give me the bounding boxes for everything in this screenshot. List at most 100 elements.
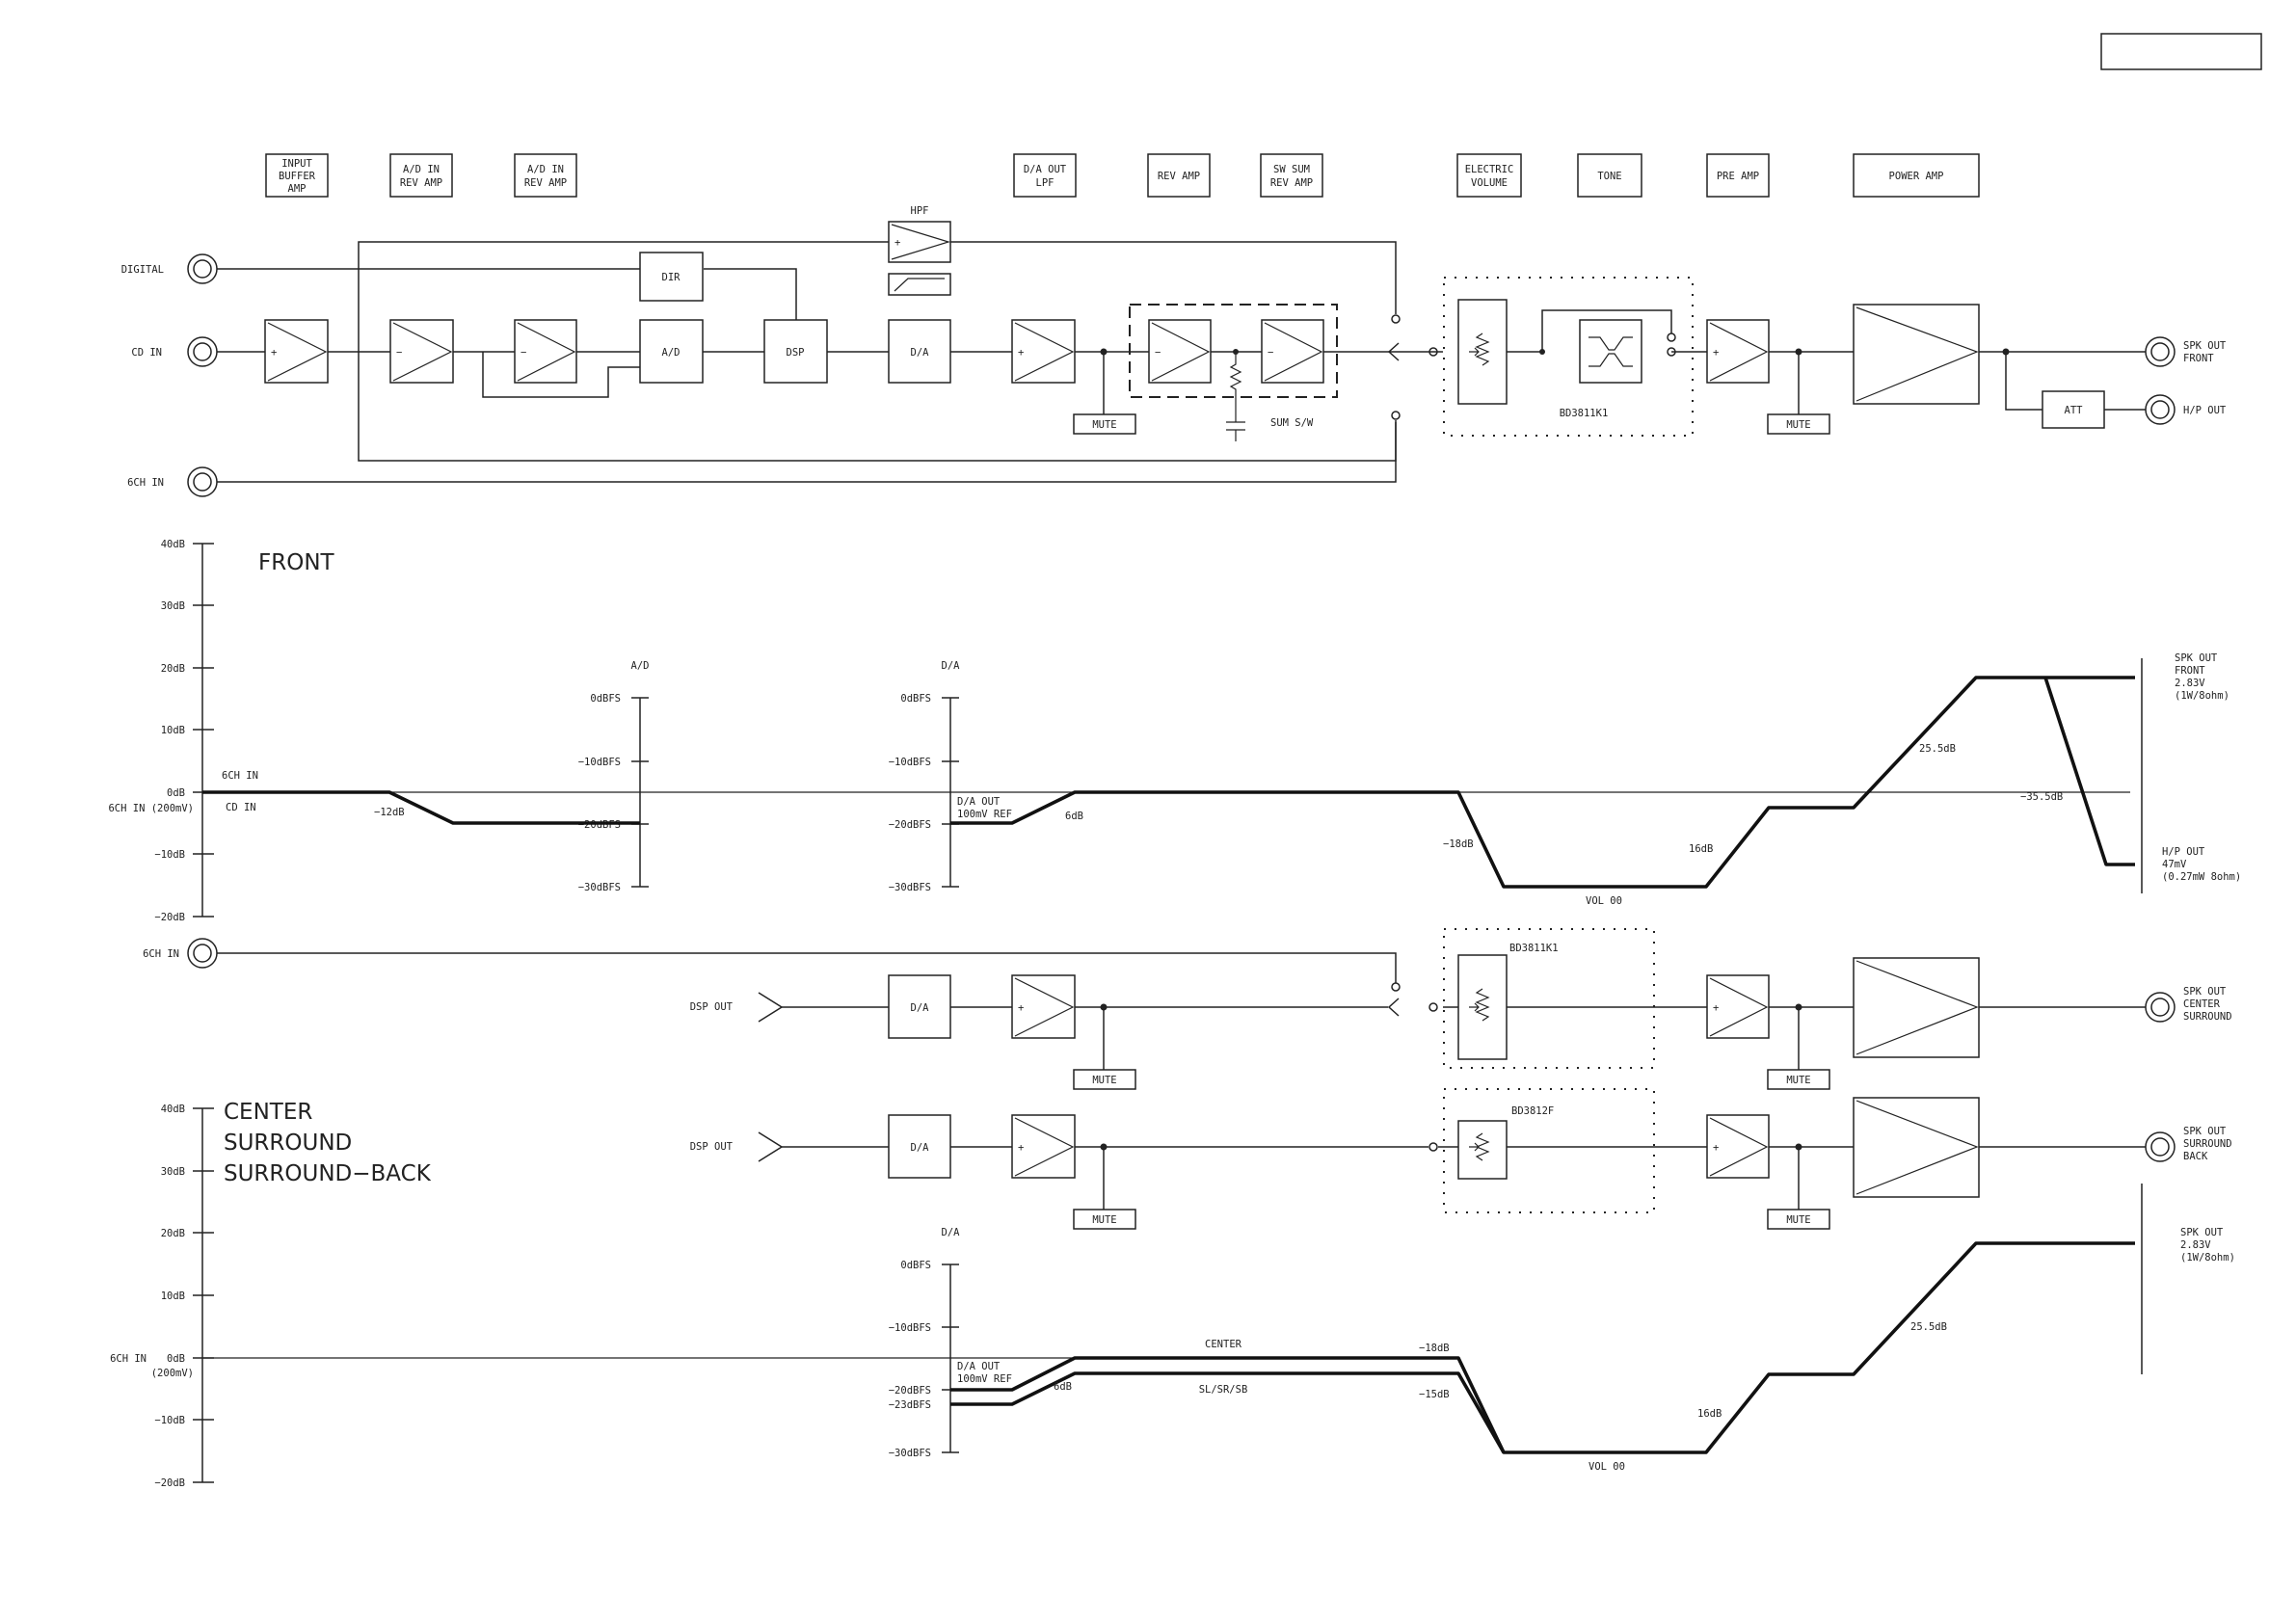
spk-out-back-label-1: SPK OUT — [2183, 1126, 2227, 1137]
selector-contact — [1391, 314, 1401, 324]
center-pre-amp-1-icon — [1709, 977, 1769, 1037]
hpf-amp-icon — [891, 224, 951, 260]
center-mute-2-label: MUTE — [1786, 1075, 1810, 1086]
front-y-tick-label: 40dB — [161, 539, 185, 550]
front-ad-scale-title: A/D — [631, 660, 650, 672]
front-path-label-6ch: 6CH IN — [222, 770, 258, 782]
center-pre-amp-2-icon — [1709, 1117, 1769, 1177]
header-label-power-amp: POWER AMP — [1889, 171, 1944, 182]
header-label-input-buffer-2: BUFFER — [279, 171, 316, 182]
center-da-label-1: D/A — [911, 1002, 930, 1014]
ic-back-frame — [1443, 1088, 1655, 1213]
header-box-power-amp — [1853, 153, 1980, 198]
center-da-scale-title: D/A — [942, 1227, 961, 1238]
center-mute-4 — [1767, 1209, 1830, 1230]
center-chart-title-1: CENTER — [224, 1100, 312, 1125]
digital-jack-icon — [187, 253, 218, 284]
front-hp-out-label-2: 47mV — [2162, 859, 2187, 870]
center-lpf-amp-2 — [1011, 1114, 1076, 1179]
front-path-label-cd: CD IN — [226, 802, 256, 813]
cd-in-label: CD IN — [131, 347, 162, 359]
center-y-tick-label: 30dB — [161, 1166, 185, 1178]
hp-out-label: H/P OUT — [2183, 405, 2227, 416]
header-box-ad-in-rev-1 — [389, 153, 453, 198]
hp-out-jack-inner — [2150, 400, 2170, 419]
rev-loop-wire — [482, 352, 640, 398]
spk-out-center-jack-inner — [2150, 998, 2170, 1017]
center-da-ref-label-2: 100mV REF — [957, 1373, 1012, 1385]
front-spk-out-label-3: 2.83V — [2175, 678, 2205, 689]
spk-out-back-jack-icon — [2145, 1131, 2176, 1162]
surround-level-trace — [950, 1371, 1506, 1453]
center-da-tick-label: 0dBFS — [900, 1260, 931, 1271]
hpf-amp — [888, 221, 951, 263]
front-da-scale-axis — [942, 697, 959, 888]
ad-in-rev-amp-2 — [514, 319, 577, 384]
center-pre-amp-1-plus: + — [1713, 1002, 1719, 1014]
front-da-ref-label-2: 100mV REF — [957, 809, 1012, 820]
spk-out-front-jack-icon — [2145, 336, 2176, 367]
front-y-tick-label: −10dB — [154, 849, 185, 861]
center-da-block-2 — [888, 1114, 951, 1179]
tone-curve-icon — [1589, 336, 1633, 367]
center-level-chart: CENTER SURROUND SURROUND−BACK 40dB 30dB … — [110, 1100, 2235, 1489]
center-annotation-slsrsb: SL/SR/SB — [1199, 1384, 1248, 1396]
header-box-tone — [1577, 153, 1642, 198]
center-ch6-wire — [217, 952, 1397, 983]
front-y-tick-label: 10dB — [161, 725, 185, 736]
lpf-amp-plus: + — [1018, 347, 1024, 359]
center-selector-switch-icon — [1387, 998, 1400, 1017]
center-y-tick-label: −20dB — [154, 1477, 185, 1489]
front-annotation-vol: VOL 00 — [1586, 895, 1622, 907]
spk-out-back-label-3: BACK — [2183, 1151, 2208, 1162]
ic-center-label: BD3811K1 — [1509, 943, 1559, 954]
front-y-tick-label: 30dB — [161, 600, 185, 612]
center-annotation-center: CENTER — [1205, 1339, 1242, 1350]
front-da-tick-label: 0dBFS — [900, 693, 931, 705]
front-y-tick-label: −20dB — [154, 912, 185, 923]
front-chart-title: FRONT — [258, 550, 335, 575]
header-label-da-out-lpf-2: LPF — [1036, 177, 1055, 189]
sw-sum-amp-minus: − — [1268, 347, 1273, 359]
da-block — [888, 319, 951, 384]
power-amp-center — [1853, 957, 1980, 1058]
tone-block — [1579, 319, 1642, 384]
header-label-sw-sum-1: SW SUM — [1273, 164, 1310, 175]
center-mute-4-label: MUTE — [1786, 1214, 1810, 1226]
digital-jack-inner — [193, 259, 212, 279]
center-selector-contact — [1428, 1002, 1438, 1012]
front-annotation-m355: −35.5dB — [2020, 791, 2063, 803]
header-box-ad-in-rev-2 — [514, 153, 577, 198]
power-amp-back-icon — [1855, 1100, 1979, 1195]
center-pre-amp-1 — [1706, 974, 1770, 1039]
front-spk-out-label-4: (1W/8ohm) — [2175, 690, 2229, 702]
center-y-tick-label: 0dB — [167, 1353, 185, 1365]
spk-out-front-label-2: FRONT — [2183, 353, 2214, 364]
front-hp-out-label-1: H/P OUT — [2162, 846, 2205, 858]
header-labels: INPUT BUFFER AMP A/D IN REV AMP A/D IN R… — [265, 153, 1980, 198]
da-label: D/A — [911, 347, 930, 359]
att-wire — [2005, 352, 2146, 411]
front-da-ref-label-1: D/A OUT — [957, 796, 1001, 808]
input-buffer-amp — [264, 319, 329, 384]
spk-out-front-jack-inner — [2150, 342, 2170, 361]
ad-in-rev-amp-1-icon — [392, 322, 453, 382]
hp-level-trace — [2043, 677, 2135, 866]
header-label-input-buffer-3: AMP — [288, 183, 307, 195]
header-label-rev-amp: REV AMP — [1158, 171, 1200, 182]
front-y-tick-label: 0dB — [167, 787, 185, 799]
front-da-scale-title: D/A — [942, 660, 961, 672]
center-da-tick-label: −30dBFS — [889, 1448, 931, 1459]
front-spk-out-label-2: FRONT — [2175, 665, 2205, 677]
front-da-tick-label: −20dBFS — [889, 819, 931, 831]
lpf-amp — [1011, 319, 1076, 384]
center-y-ticks — [193, 1107, 214, 1483]
center-annotation-p6: 6dB — [1054, 1381, 1072, 1393]
center-spk-out-label-1: SPK OUT — [2180, 1227, 2224, 1238]
front-block-diagram: DIGITAL CD IN 6CH IN + − − DIR A/D — [121, 205, 2227, 497]
att-block — [2042, 390, 2105, 429]
back-volume-resistor-icon — [1469, 1132, 1490, 1161]
center-mute-3-label: MUTE — [1092, 1214, 1116, 1226]
center-annotation-p255: 25.5dB — [1910, 1321, 1947, 1333]
